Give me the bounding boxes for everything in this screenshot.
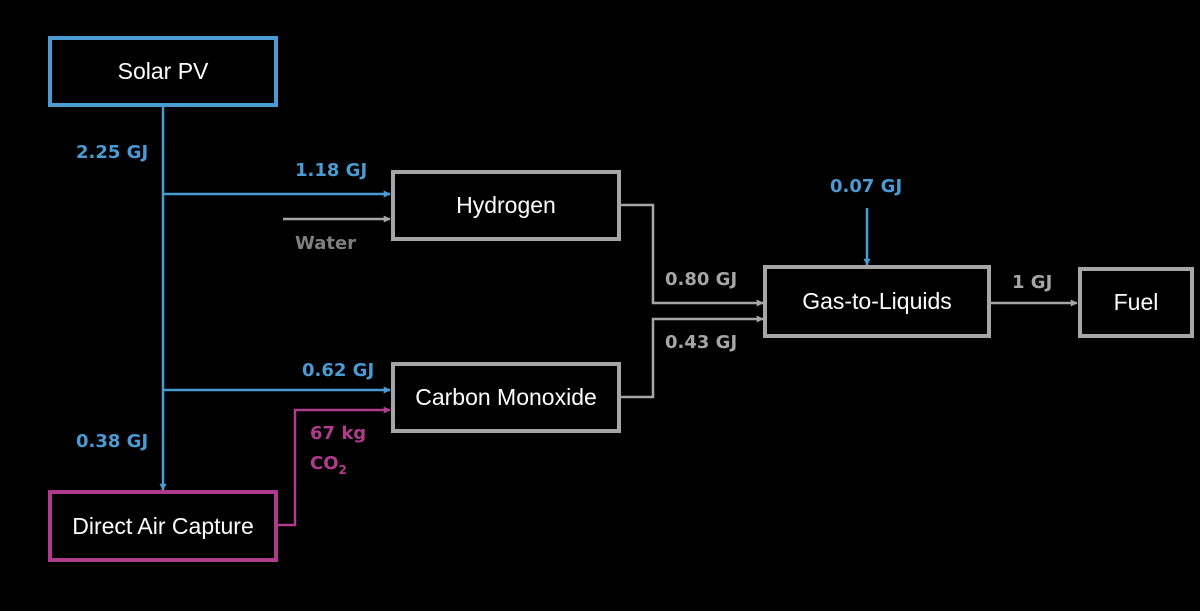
solar-total-flow-label: 2.25 GJ: [76, 142, 148, 163]
carbon-monoxide-label: Carbon Monoxide: [415, 384, 597, 410]
solar-pv-box: [48, 36, 278, 107]
co2-formula-label: CO2: [310, 453, 347, 477]
gtl-to-fuel-flow-label: 1 GJ: [1012, 272, 1052, 293]
direct-air-capture-label: Direct Air Capture: [72, 513, 254, 539]
co2-formula-main: CO: [310, 453, 339, 474]
to-carbon-monoxide-flow-label: 0.62 GJ: [302, 360, 374, 381]
co-to-gtl-flow-label: 0.43 GJ: [665, 332, 737, 353]
co2-amount-label: 67 kg: [310, 423, 366, 444]
co2-to-carbon-monoxide-line: [277, 406, 391, 527]
node-hydrogen: Hydrogen: [391, 170, 621, 241]
direct-air-capture-box: [48, 490, 278, 562]
hydrogen-to-gtl-flow-label: 0.80 GJ: [665, 269, 737, 290]
hydrogen-to-gtl-line: [620, 203, 764, 307]
water-input-label: Water: [295, 233, 356, 254]
gray-connectors: [283, 203, 1078, 399]
fuel-label: Fuel: [1114, 289, 1159, 315]
hydrogen-box: [391, 170, 621, 241]
gas-to-liquids-label: Gas-to-Liquids: [802, 288, 952, 314]
gas-to-liquids-box: [763, 265, 991, 338]
co2-formula-subscript: 2: [339, 463, 347, 477]
node-direct-air-capture: Direct Air Capture: [48, 490, 278, 562]
node-fuel: Fuel: [1078, 267, 1194, 338]
magenta-connectors: [277, 406, 391, 527]
co-to-gtl-line: [620, 315, 764, 399]
blue-connectors: [159, 106, 871, 491]
node-carbon-monoxide: Carbon Monoxide: [391, 362, 621, 433]
hydrogen-label: Hydrogen: [456, 192, 556, 218]
solar-pv-label: Solar PV: [118, 58, 209, 84]
gtl-energy-input-flow-label: 0.07 GJ: [830, 176, 902, 197]
carbon-monoxide-box: [391, 362, 621, 433]
to-direct-air-capture-flow-label: 0.38 GJ: [76, 431, 148, 452]
fuel-box: [1078, 267, 1194, 338]
node-gas-to-liquids: Gas-to-Liquids: [763, 265, 991, 338]
to-hydrogen-flow-label: 1.18 GJ: [295, 160, 367, 181]
node-solar-pv: Solar PV: [48, 36, 278, 107]
